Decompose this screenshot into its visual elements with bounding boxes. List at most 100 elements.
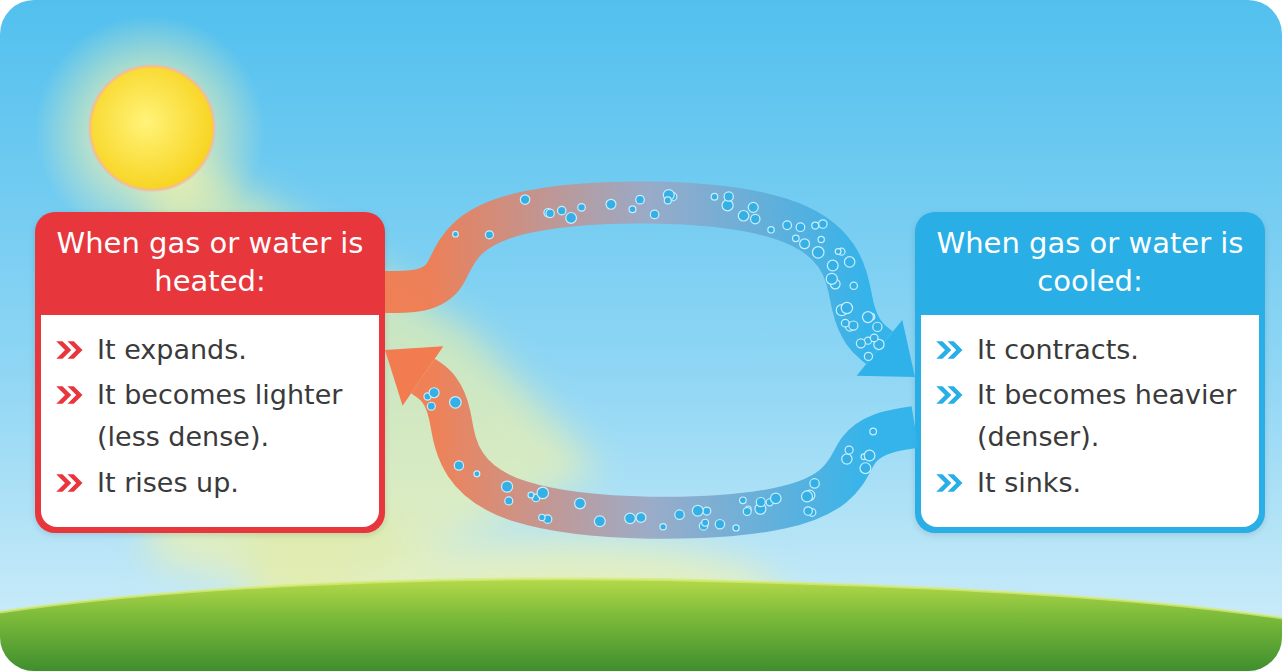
particle	[650, 210, 659, 219]
particle	[745, 506, 751, 512]
particle	[845, 446, 853, 454]
info-box: When gas or water is cooled:It contracts…	[915, 212, 1265, 533]
particle	[864, 337, 871, 344]
particle	[594, 516, 605, 527]
particle	[830, 279, 840, 289]
particle	[868, 313, 875, 320]
particle	[692, 505, 703, 516]
particle	[800, 239, 810, 249]
particle	[751, 214, 760, 223]
particle	[849, 321, 858, 330]
particle	[826, 273, 837, 284]
particle	[724, 192, 733, 201]
particle	[862, 312, 873, 323]
particle	[474, 471, 480, 477]
bullet-point: It contracts.	[935, 329, 1245, 371]
particle	[558, 206, 566, 214]
box-heading: When gas or water is heated:	[35, 212, 385, 315]
hill-highlight	[0, 579, 1282, 618]
particle	[429, 388, 439, 398]
particle	[836, 305, 847, 316]
particle	[453, 231, 459, 237]
particle	[501, 481, 512, 492]
particle	[675, 510, 684, 519]
particle	[838, 248, 845, 255]
particle	[841, 302, 852, 313]
particle	[520, 195, 529, 204]
particle	[740, 497, 747, 504]
particle	[873, 322, 882, 331]
flow-arrow	[385, 190, 915, 377]
flow-arrow	[385, 346, 915, 531]
particle	[537, 487, 549, 499]
particle	[842, 454, 852, 464]
particle	[844, 257, 854, 267]
sun	[90, 66, 214, 190]
particle	[711, 193, 718, 200]
particle	[783, 221, 792, 230]
grass-hill	[0, 579, 1282, 671]
particle	[543, 515, 551, 523]
particle	[629, 206, 636, 213]
particle	[424, 393, 431, 400]
particle	[532, 494, 540, 502]
particle	[528, 492, 534, 498]
particle	[846, 322, 855, 331]
particle	[722, 200, 733, 211]
particle	[812, 222, 819, 229]
particle-group	[424, 388, 877, 531]
particle	[756, 498, 765, 507]
particle	[808, 509, 816, 517]
bullet-point: It expands.	[55, 329, 365, 371]
box-body: It contracts.It becomes heavier (denser)…	[921, 315, 1259, 527]
particle	[715, 520, 724, 529]
particle	[546, 209, 554, 217]
particle	[663, 190, 674, 201]
particle	[768, 227, 774, 233]
particle	[796, 223, 805, 232]
particle	[578, 204, 586, 212]
particle	[766, 499, 773, 506]
particle	[841, 319, 849, 327]
particle	[827, 260, 838, 271]
particle	[870, 334, 878, 342]
info-box: When gas or water is heated:It expands.I…	[35, 212, 385, 533]
particle	[575, 498, 586, 509]
box-body: It expands.It becomes lighter (less dens…	[41, 315, 379, 527]
box-heading: When gas or water is cooled:	[915, 212, 1265, 315]
particle	[606, 199, 616, 209]
particle	[702, 519, 709, 526]
particle	[485, 231, 493, 239]
bullet-point: It rises up.	[55, 462, 365, 504]
particle	[539, 514, 545, 520]
particle	[819, 220, 827, 228]
particle	[856, 339, 865, 348]
particle	[802, 491, 813, 502]
particle	[454, 461, 463, 470]
particle	[566, 213, 577, 224]
particle	[810, 479, 819, 488]
particle	[755, 503, 766, 514]
particle	[660, 524, 666, 530]
particle	[505, 497, 513, 505]
particle	[864, 352, 872, 360]
particle	[804, 507, 812, 515]
particle	[864, 450, 875, 461]
particle	[804, 490, 814, 500]
particle	[813, 248, 819, 254]
arrow-head	[857, 320, 915, 377]
particle	[544, 208, 553, 217]
particle-group	[453, 190, 884, 361]
sun-glow	[35, 15, 265, 245]
particle	[860, 463, 871, 474]
bullet-point: It sinks.	[935, 462, 1245, 504]
arrow-head	[385, 346, 443, 405]
particle	[450, 397, 462, 409]
particle	[703, 507, 711, 515]
particle	[625, 513, 636, 524]
particle	[427, 402, 435, 410]
particle	[636, 195, 645, 204]
